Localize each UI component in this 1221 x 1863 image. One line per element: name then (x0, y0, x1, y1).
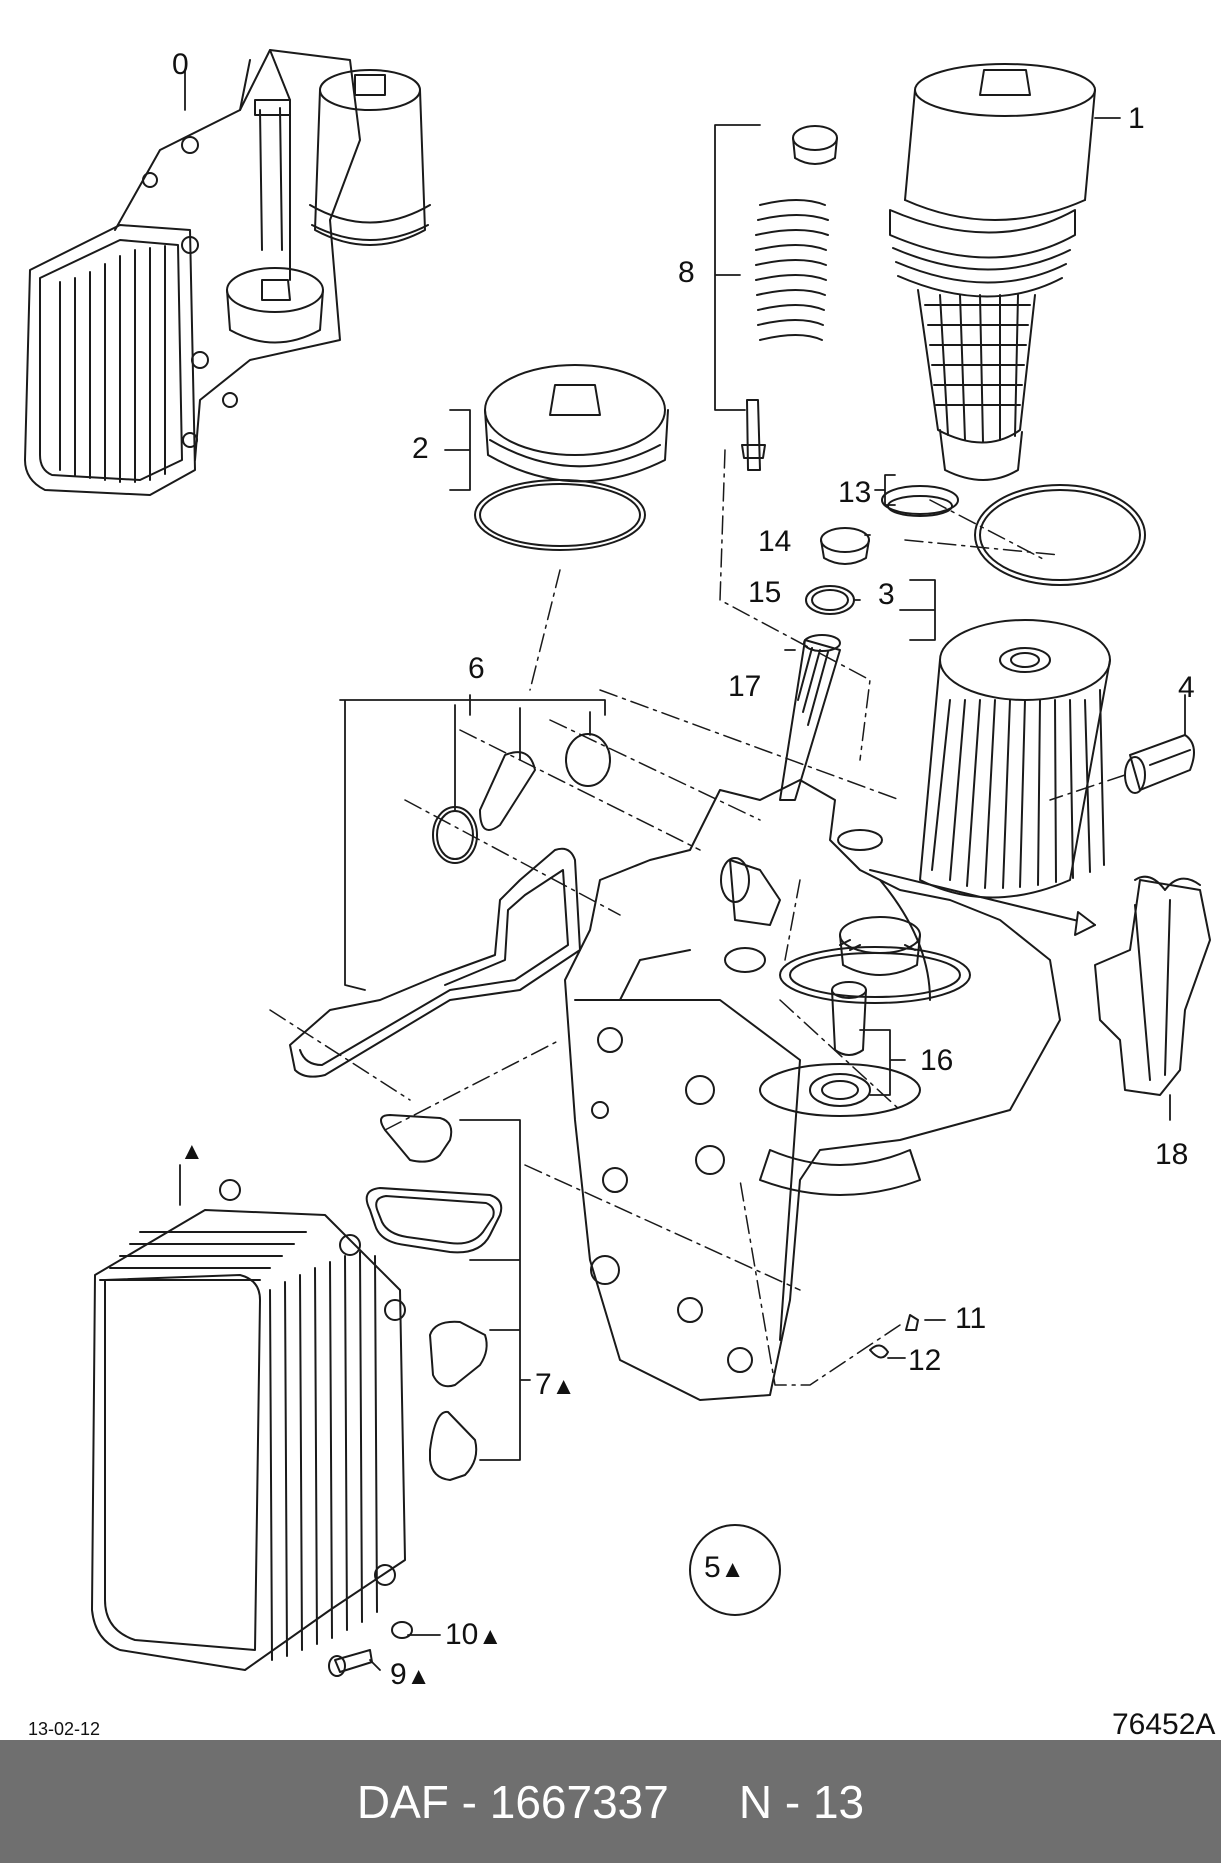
callout-16: 16 (920, 1044, 954, 1077)
oil-filter-housing (564, 779, 1061, 1401)
page-reference: N - 13 (738, 1775, 865, 1828)
callout-12: 12 (908, 1344, 942, 1377)
bracket-18 (1094, 875, 1211, 1096)
callout-14: 14 (758, 525, 792, 558)
connector-pipe-4 (1124, 734, 1195, 794)
drawing-date: 13-02-12 (28, 1719, 101, 1739)
callout-4: 4 (1178, 671, 1195, 704)
relief-valve-parts (741, 125, 838, 471)
exploded-parts-diagram (24, 49, 1211, 1677)
callout-5-number: 5 (704, 1551, 721, 1584)
footer-bar: DAF - 1667337 N - 13 (0, 1740, 1221, 1863)
callout-9: 9▲ (390, 1660, 430, 1690)
callout-18: 18 (1155, 1138, 1189, 1171)
part-number: DAF - 1667337 (356, 1775, 669, 1828)
ring-15 (805, 585, 855, 615)
callout-10: 10▲ (445, 1620, 502, 1650)
callout-17: 17 (728, 670, 762, 703)
callout-0: 0 (172, 48, 189, 81)
gasket-set-6 (289, 733, 611, 1078)
callout-3: 3 (878, 578, 895, 611)
seal-ring-13 (881, 485, 959, 517)
callout-11: 11 (955, 1302, 987, 1335)
callout-13: 13 (838, 476, 872, 509)
cap-2 (474, 364, 669, 551)
callout-7-number: 7 (535, 1368, 552, 1401)
callout-15: 15 (748, 576, 782, 609)
seals-7 (365, 1114, 503, 1481)
filter-element (919, 484, 1146, 899)
callout-7: 7▲ (535, 1370, 575, 1400)
marker-triangle: ▲ (406, 1663, 431, 1690)
assembly-overview (24, 49, 431, 496)
drawing-code: 76452A (1112, 1708, 1216, 1741)
marker-triangle: ▲ (551, 1373, 576, 1400)
callout-10-number: 10 (445, 1618, 479, 1651)
filter-housing-cap (889, 63, 1096, 481)
callout-9-number: 9 (390, 1658, 407, 1691)
marker-triangle-cooler: ▲ (180, 1138, 204, 1165)
marker-triangle: ▲ (720, 1556, 745, 1583)
callout-5: 5▲ (704, 1553, 744, 1583)
callout-8: 8 (678, 256, 695, 289)
fasteners (328, 1314, 919, 1677)
dipstick-tube-17 (779, 634, 841, 801)
callout-1: 1 (1128, 102, 1145, 135)
callout-2: 2 (412, 432, 429, 465)
oil-cooler (91, 1179, 406, 1671)
plug-14 (820, 527, 870, 565)
callout-6: 6 (468, 652, 485, 685)
marker-triangle: ▲ (478, 1623, 503, 1650)
